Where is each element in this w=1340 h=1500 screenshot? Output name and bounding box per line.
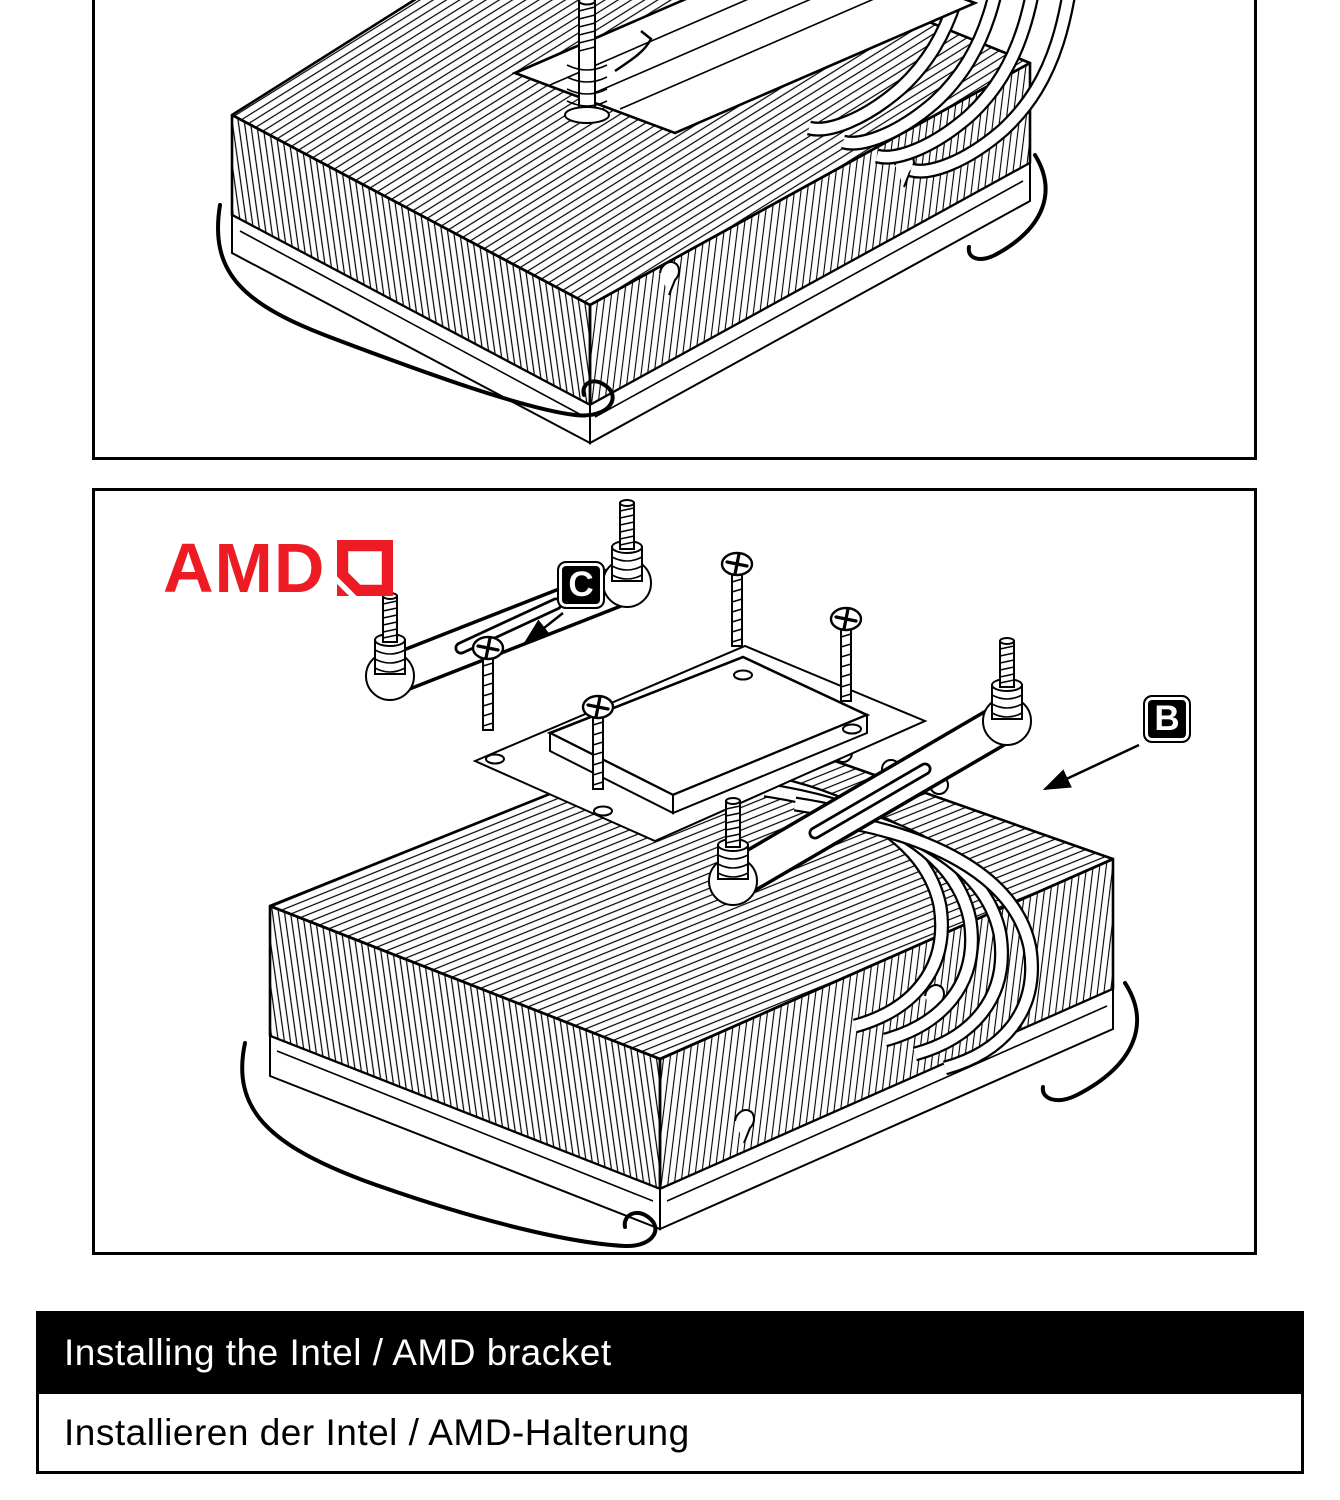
amd-cooler-figure-icon <box>240 499 1140 1249</box>
caption-german: Installieren der Intel / AMD-Halterung <box>39 1391 1301 1471</box>
label-badge-c: C <box>557 561 605 609</box>
caption-english: Installing the Intel / AMD bracket <box>39 1314 1301 1391</box>
label-badge-b: B <box>1143 695 1191 743</box>
spring-screw <box>564 0 610 124</box>
amd-logo-text: AMD <box>163 529 326 607</box>
intel-cooler-figure-icon <box>216 0 1254 445</box>
top-mounting-plate <box>511 0 979 135</box>
amd-arrow-mark-icon <box>337 540 394 596</box>
intel-figure-panel <box>92 0 1257 460</box>
retention-clip-wire <box>216 153 1048 418</box>
caption-box: Installing the Intel / AMD bracket Insta… <box>36 1311 1304 1474</box>
base-skirt <box>231 161 1031 445</box>
retention-clip-wire <box>240 981 1140 1249</box>
amd-logo: AMD <box>163 529 394 607</box>
cold-plate <box>546 655 871 815</box>
amd-figure-panel: AMD <box>92 488 1257 1255</box>
clip-hook <box>614 30 653 73</box>
